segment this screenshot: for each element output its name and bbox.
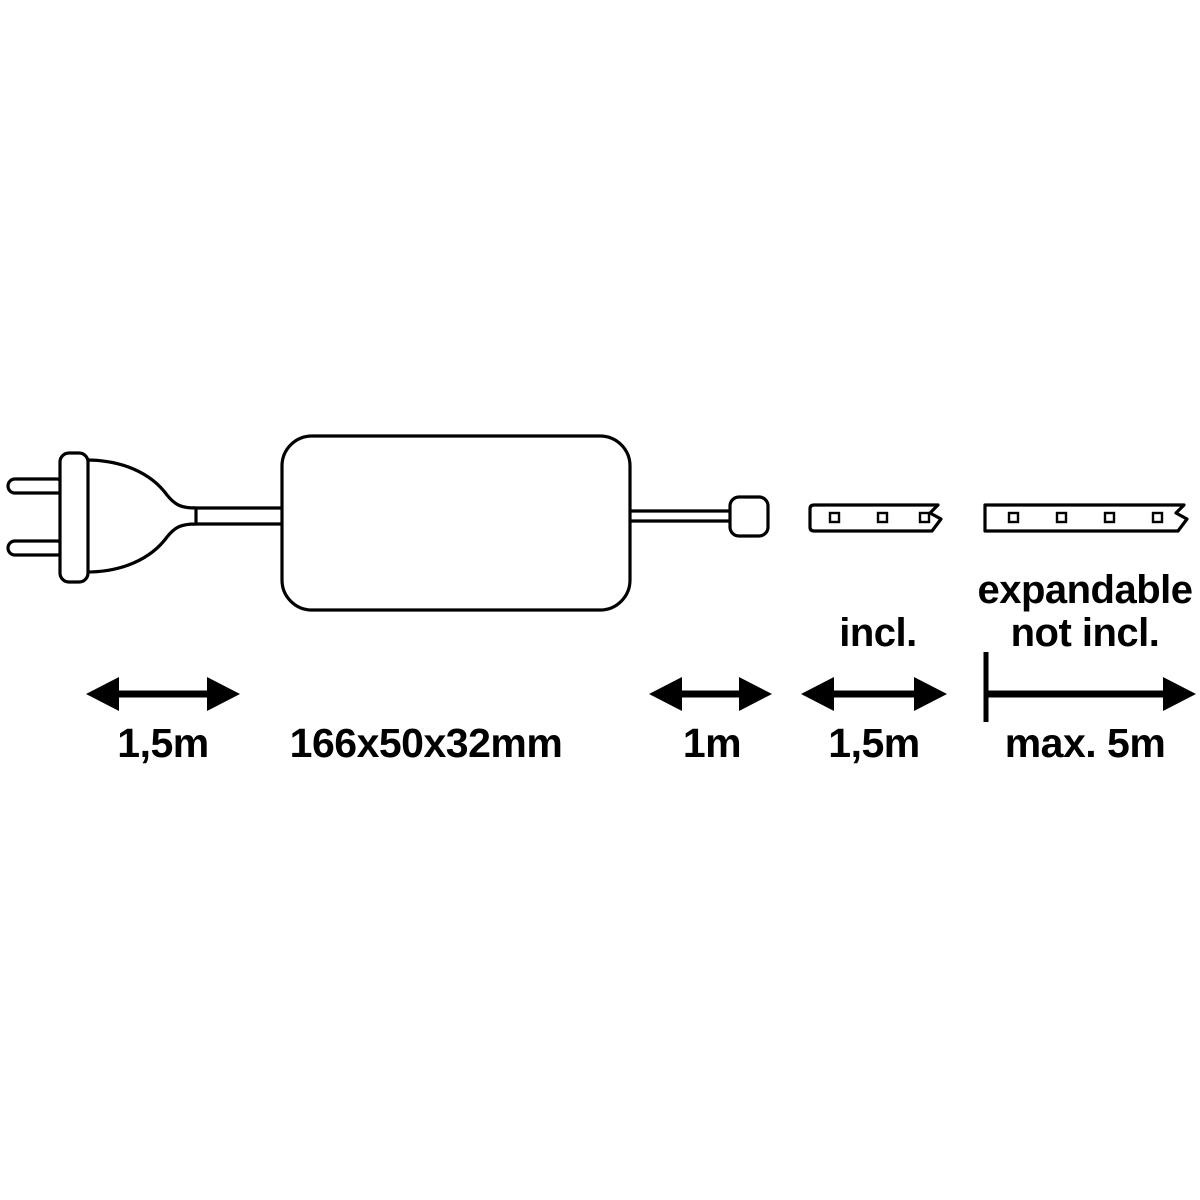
plug-prong-top (6, 477, 66, 495)
led-chip (876, 511, 889, 524)
led-strip-expandable (983, 503, 1189, 533)
arrow-head-left (649, 677, 682, 711)
plug-prong-bottom (6, 539, 66, 557)
included-note: incl. (839, 611, 917, 655)
included-strip-length-label: 1,5m (828, 720, 919, 766)
led-strip-outline (983, 503, 1189, 533)
plug-cable-length-label: 1,5m (117, 720, 208, 766)
strip-connector (728, 495, 770, 538)
arrow-head-right (739, 677, 772, 711)
plug-face (58, 451, 90, 584)
dimension-arrow-expandable (983, 652, 1196, 722)
output-cable (628, 509, 732, 523)
led-chip (828, 511, 841, 524)
arrow-head-right (914, 677, 947, 711)
led-chip (1151, 511, 1164, 524)
plug-cable (192, 506, 285, 526)
led-strip-outline (808, 503, 943, 533)
driver-size-label: 166x50x32mm (290, 720, 563, 766)
arrow-head-left (801, 677, 834, 711)
arrow-head-right (1163, 677, 1196, 711)
arrow-head-left (86, 677, 119, 711)
led-chip (1055, 511, 1068, 524)
power-plug (6, 451, 198, 584)
output-cable-length-label: 1m (683, 720, 741, 766)
led-chip (1007, 511, 1020, 524)
max-expansion-label: max. 5m (1005, 720, 1166, 766)
led-chip (1103, 511, 1116, 524)
expandable-note-line1: expandable (977, 568, 1192, 612)
dimension-arrow-output-cable (649, 677, 772, 711)
plug-body (84, 458, 198, 574)
led-strip-included (808, 503, 943, 533)
dimension-arrow-included-strip (801, 677, 947, 711)
dimension-arrow-plug-cable (86, 677, 240, 711)
driver-box (280, 434, 632, 612)
expandable-note-line2: not incl. (1011, 611, 1160, 655)
led-chip (918, 511, 931, 524)
arrow-head-right (207, 677, 240, 711)
